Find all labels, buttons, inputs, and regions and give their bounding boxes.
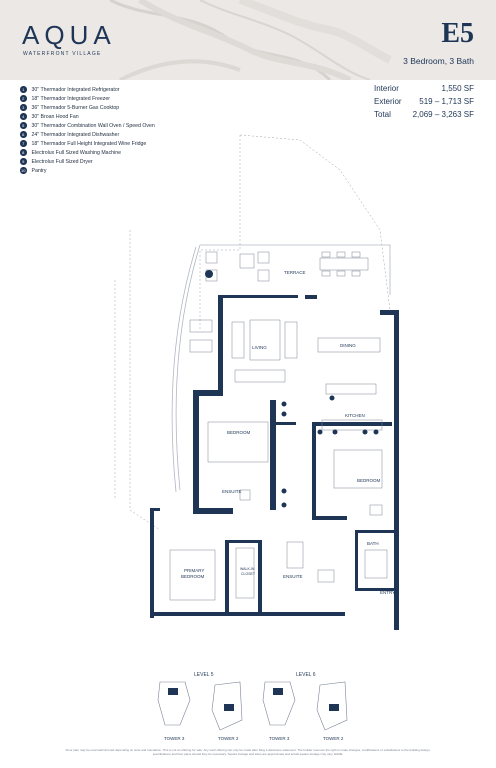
area-row: Interior 1,550 SF bbox=[374, 84, 474, 97]
list-item: 6 24" Thermador Integrated Dishwasher bbox=[20, 130, 155, 139]
room-label-walk-in-closet: WALK-IN CLOSET bbox=[240, 567, 256, 576]
list-item: 5 30" Thermador Combination Wall Oven / S… bbox=[20, 121, 155, 130]
number-badge: 2 bbox=[20, 95, 27, 102]
feature-label: 24" Thermador Integrated Dishwasher bbox=[31, 131, 120, 138]
number-badge: 3 bbox=[20, 104, 27, 111]
walls bbox=[150, 295, 399, 630]
room-label-living: LIVING bbox=[252, 345, 267, 350]
feature-label: 30" Thermador Combination Wall Oven / Sp… bbox=[31, 122, 155, 129]
list-item: 9 Electrolux Full Sized Dryer bbox=[20, 157, 155, 166]
appliance-list: 1 30" Thermador Integrated Refrigerator 2… bbox=[20, 85, 155, 175]
number-badge: 4 bbox=[20, 113, 27, 120]
list-item: 10 Pantry bbox=[20, 166, 155, 175]
number-badge: 10 bbox=[20, 167, 27, 174]
area-label: Total bbox=[374, 110, 391, 119]
terrace-rail bbox=[171, 244, 391, 493]
brand-logo: AQUA bbox=[22, 20, 116, 50]
feature-label: Electrolux Full Sized Washing Machine bbox=[31, 149, 121, 156]
number-badge: 9 bbox=[20, 158, 27, 165]
feature-label: 18" Thermador Integrated Freezer bbox=[31, 95, 110, 102]
number-badge: 5 bbox=[20, 122, 27, 129]
unit-code: E5 bbox=[441, 18, 474, 49]
appliance-markers bbox=[281, 395, 379, 508]
marble-pattern bbox=[109, 0, 392, 80]
number-badge: 7 bbox=[20, 140, 27, 147]
unit-type: 3 Bedroom, 3 Bath bbox=[403, 56, 474, 66]
room-label-dining: DINING bbox=[340, 343, 356, 348]
list-item: 8 Electrolux Full Sized Washing Machine bbox=[20, 148, 155, 157]
tower-label: TOWER 2 bbox=[323, 736, 344, 741]
area-value: 1,550 SF bbox=[441, 84, 474, 93]
walkin-line-2: CLOSET bbox=[241, 572, 256, 576]
list-item: 7 18" Thermador Full Height Integrated Wi… bbox=[20, 139, 155, 148]
area-row: Exterior 519 – 1,713 SF bbox=[374, 97, 474, 110]
list-item: 4 30" Broan Hood Fan bbox=[20, 112, 155, 121]
exterior-outline bbox=[114, 134, 391, 531]
planter-dot bbox=[205, 270, 213, 278]
feature-label: 30" Broan Hood Fan bbox=[31, 113, 79, 120]
room-label-ensuite: ENSUITE bbox=[222, 489, 242, 494]
room-label-terrace: TERRACE bbox=[284, 270, 306, 275]
number-badge: 1 bbox=[20, 86, 27, 93]
room-label-entry: ENTRY bbox=[380, 590, 395, 595]
room-label-bedroom: BEDROOM bbox=[227, 430, 251, 435]
area-value: 519 – 1,713 SF bbox=[419, 97, 474, 106]
level-5-label: LEVEL 5 bbox=[194, 672, 214, 678]
tower-label: TOWER 3 bbox=[269, 736, 290, 741]
primary-line-1: PRIMARY bbox=[184, 568, 204, 573]
tower-outlines bbox=[157, 681, 348, 731]
primary-line-2: BEDROOM bbox=[181, 574, 205, 579]
area-label: Exterior bbox=[374, 97, 402, 106]
room-label-primary-bedroom: PRIMARY BEDROOM bbox=[181, 568, 206, 579]
room-label-bedroom-2: BEDROOM bbox=[357, 478, 381, 483]
key-plan: LEVEL 5 LEVEL 6 TOWER 3 TOWER 2 TOWER 3 … bbox=[157, 672, 348, 741]
list-item: 3 36" Thermador 5-Burner Gas Cooktop bbox=[20, 103, 155, 112]
feature-label: 36" Thermador 5-Burner Gas Cooktop bbox=[31, 104, 120, 111]
area-label: Interior bbox=[374, 84, 399, 93]
floor-plan: TERRACE bbox=[114, 134, 399, 630]
number-badge: 6 bbox=[20, 131, 27, 138]
room-label-bath: BATH bbox=[367, 541, 379, 546]
walkin-line-1: WALK-IN bbox=[240, 567, 255, 571]
feature-label: Electrolux Full Sized Dryer bbox=[31, 158, 93, 165]
area-value: 2,069 – 3,263 SF bbox=[412, 110, 474, 119]
feature-label: 18" Thermador Full Height Integrated Win… bbox=[31, 140, 147, 147]
interior-furniture bbox=[169, 319, 388, 601]
terrace-furniture bbox=[189, 251, 369, 353]
number-badge: 8 bbox=[20, 149, 27, 156]
list-item: 2 18" Thermador Integrated Freezer bbox=[20, 94, 155, 103]
room-label-ensuite-2: ENSUITE bbox=[283, 574, 303, 579]
tower-label: TOWER 3 bbox=[164, 736, 185, 741]
area-row: Total 2,069 – 3,263 SF bbox=[374, 110, 474, 123]
tower-label: TOWER 2 bbox=[218, 736, 239, 741]
feature-label: 30" Thermador Integrated Refrigerator bbox=[31, 86, 120, 93]
unit-highlights bbox=[168, 688, 339, 711]
level-6-label: LEVEL 6 bbox=[296, 672, 316, 678]
disclaimer-text: Floor plan may be reversed/mirrored depe… bbox=[65, 748, 431, 756]
room-label-kitchen: KITCHEN bbox=[345, 413, 365, 418]
header-banner: AQUA WATERFRONT VILLAGE E5 3 Bedroom, 3 … bbox=[0, 0, 496, 80]
list-item: 1 30" Thermador Integrated Refrigerator bbox=[20, 85, 155, 94]
brand-subtitle: WATERFRONT VILLAGE bbox=[23, 51, 102, 57]
feature-label: Pantry bbox=[31, 167, 47, 174]
